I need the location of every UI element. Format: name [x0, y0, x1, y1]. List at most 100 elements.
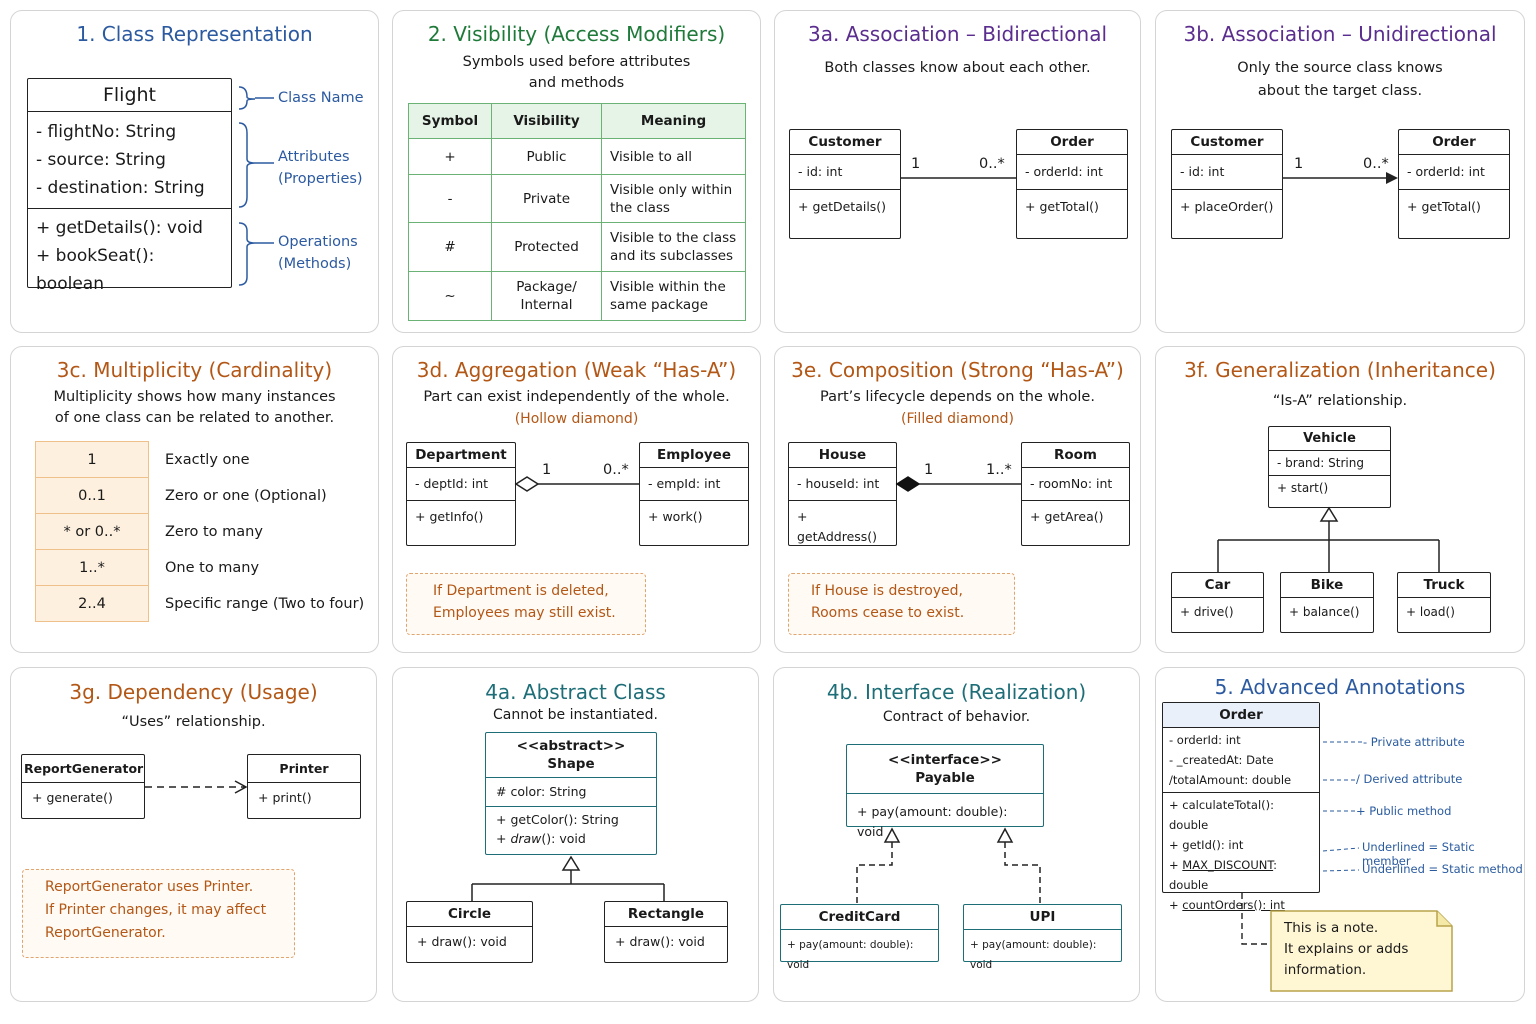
- association-line: [901, 177, 1016, 179]
- operation: + getColor(): String: [496, 812, 619, 827]
- class-attribute: - deptId: int: [407, 468, 515, 501]
- class-name: Order: [1017, 130, 1127, 155]
- panel-subtitle: “Is-A” relationship.: [1272, 393, 1408, 409]
- multiplicity-desc: Specific range (Two to four): [165, 595, 365, 612]
- panel-title: 3d. Aggregation (Weak “Has-A”): [416, 358, 737, 382]
- table-cell: #: [408, 222, 492, 272]
- op-prefix: +: [496, 831, 511, 846]
- customer-class-box: Customer - id: int + placeOrder(): [1171, 129, 1283, 239]
- attribute: /totalAmount: double: [1169, 773, 1292, 787]
- class-attribute: - brand: String: [1269, 451, 1390, 476]
- class-name: Order: [1399, 130, 1509, 155]
- customer-class-box: Customer - id: int + getDetails(): [789, 129, 901, 239]
- annotation-private: - Private attribute: [1363, 735, 1465, 749]
- class-name: Order: [1163, 703, 1319, 728]
- visibility-table: Symbol Visibility Meaning + Public Visib…: [408, 103, 746, 321]
- table-cell: -: [408, 174, 492, 223]
- reportgenerator-class-box: ReportGenerator + generate(): [21, 754, 145, 819]
- class-operation: + balance(): [1289, 605, 1360, 619]
- car-class-box: Car + drive(): [1171, 572, 1264, 633]
- annotation-derived: / Derived attribute: [1356, 772, 1463, 786]
- class-name: Printer: [248, 755, 360, 783]
- class-name: CreditCard: [781, 905, 938, 930]
- panel-subtitle: Multiplicity shows how many instances: [53, 389, 336, 405]
- panel-title: 3b. Association – Unidirectional: [1183, 22, 1497, 46]
- class-operation: + getTotal(): [1407, 199, 1481, 214]
- panel-subtitle: Only the source class knows: [1237, 60, 1443, 76]
- panel-visibility: 2. Visibility (Access Modifiers) Symbols…: [392, 10, 761, 333]
- annotation-static-member: Underlined = Static member: [1362, 840, 1475, 868]
- static-method: + countOrders(): int: [1169, 895, 1313, 915]
- note-line: ReportGenerator.: [45, 925, 166, 941]
- class-attribute: - id: int: [1172, 155, 1282, 190]
- composition-link: [895, 476, 1021, 492]
- panel-title: 3e. Composition (Strong “Has-A”): [791, 358, 1124, 382]
- operation: + getDetails(): void: [36, 218, 203, 238]
- attribute: - destination: String: [36, 178, 205, 198]
- class-name: Customer: [1172, 130, 1282, 155]
- class-name: Shape: [547, 756, 595, 772]
- class-attribute: # color: String: [486, 778, 656, 807]
- panel-composition: 3e. Composition (Strong “Has-A”) Part’s …: [774, 346, 1141, 653]
- operation: + bookSeat(): boolean: [36, 246, 155, 294]
- multiplicity-right: 1..*: [986, 462, 1012, 478]
- class-name: Circle: [407, 902, 532, 927]
- class-name: Rectangle: [605, 902, 727, 927]
- panel-association-unidirectional: 3b. Association – Unidirectional Only th…: [1155, 10, 1525, 333]
- panel-subtitle: of one class can be related to another.: [54, 410, 335, 426]
- department-class-box: Department - deptId: int + getInfo(): [406, 442, 516, 546]
- panel-title: 3a. Association – Bidirectional: [807, 22, 1108, 46]
- aggregation-link: [514, 476, 639, 492]
- table-cell: Visible to the class and its subclasses: [601, 222, 746, 272]
- class-operation: + getTotal(): [1025, 199, 1099, 214]
- realization-arrows: [856, 827, 1041, 904]
- panel-title: 1. Class Representation: [76, 22, 313, 46]
- class-operation: + draw(): void: [417, 934, 507, 949]
- class-operation: + getDetails(): [798, 199, 887, 214]
- note-line: Rooms cease to exist.: [811, 605, 965, 621]
- multiplicity-right: 0..*: [1363, 156, 1389, 172]
- annotation-public: + Public method: [1356, 804, 1452, 818]
- static-member-name: MAX_DISCOUNT: [1182, 858, 1274, 872]
- abstract-inheritance-tree: [471, 855, 665, 901]
- class-name: Room: [1022, 443, 1129, 468]
- panel-subtitle: Contract of behavior.: [882, 709, 1031, 725]
- class-attribute: - roomNo: int: [1022, 468, 1129, 501]
- class-header: <<interface>> Payable: [847, 745, 1043, 794]
- panel-subtitle: Cannot be instantiated.: [493, 707, 658, 723]
- multiplicity-value: 1: [35, 441, 149, 478]
- panel-multiplicity: 3c. Multiplicity (Cardinality) Multiplic…: [10, 346, 379, 653]
- panel-abstract-class: 4a. Abstract Class Cannot be instantiate…: [392, 667, 759, 1002]
- class-name: Bike: [1281, 573, 1373, 598]
- class-name: House: [789, 443, 896, 468]
- multiplicity-left: 1: [542, 462, 552, 478]
- note-line: If House is destroyed,: [811, 583, 963, 599]
- class-name: Department: [407, 443, 515, 468]
- table-cell: Visible within the same package: [601, 271, 746, 321]
- class-operation: + pay(amount: double): void: [857, 804, 1008, 839]
- label-attributes: Attributes: [278, 149, 350, 165]
- panel-subtitle: about the target class.: [1257, 83, 1423, 99]
- shape-abstract-class-box: <<abstract>> Shape # color: String + get…: [485, 732, 657, 855]
- operations-section: + getColor(): String + draw(): void: [486, 807, 656, 851]
- label-class-name: Class Name: [278, 90, 364, 106]
- static-attribute: + MAX_DISCOUNT: double: [1169, 855, 1313, 895]
- attribute: - orderId: int: [1169, 733, 1241, 747]
- panel-subtitle: Part can exist independently of the whol…: [423, 389, 730, 405]
- panel-subtitle: Part’s lifecycle depends on the whole.: [820, 389, 1095, 405]
- multiplicity-left: 1: [1294, 156, 1304, 172]
- order-annotated-class-box: Order - orderId: int - _createdAt: Date …: [1162, 702, 1320, 912]
- class-name: Employee: [640, 443, 748, 468]
- op-suffix: (): void: [541, 831, 586, 846]
- multiplicity-right: 0..*: [979, 156, 1005, 172]
- class-operation: + draw(): void: [615, 934, 705, 949]
- class-name: Flight: [28, 79, 231, 112]
- dependency-note: ReportGenerator uses Printer. If Printer…: [22, 869, 295, 958]
- panel-subtitle: “Uses” relationship.: [121, 714, 266, 730]
- label-properties: (Properties): [278, 171, 363, 187]
- panel-generalization: 3f. Generalization (Inheritance) “Is-A” …: [1155, 346, 1525, 653]
- table-cell: Public: [491, 138, 602, 175]
- class-operation: + getArea(): [1030, 509, 1104, 524]
- inheritance-tree: [1217, 506, 1440, 572]
- class-operation: + work(): [648, 509, 703, 524]
